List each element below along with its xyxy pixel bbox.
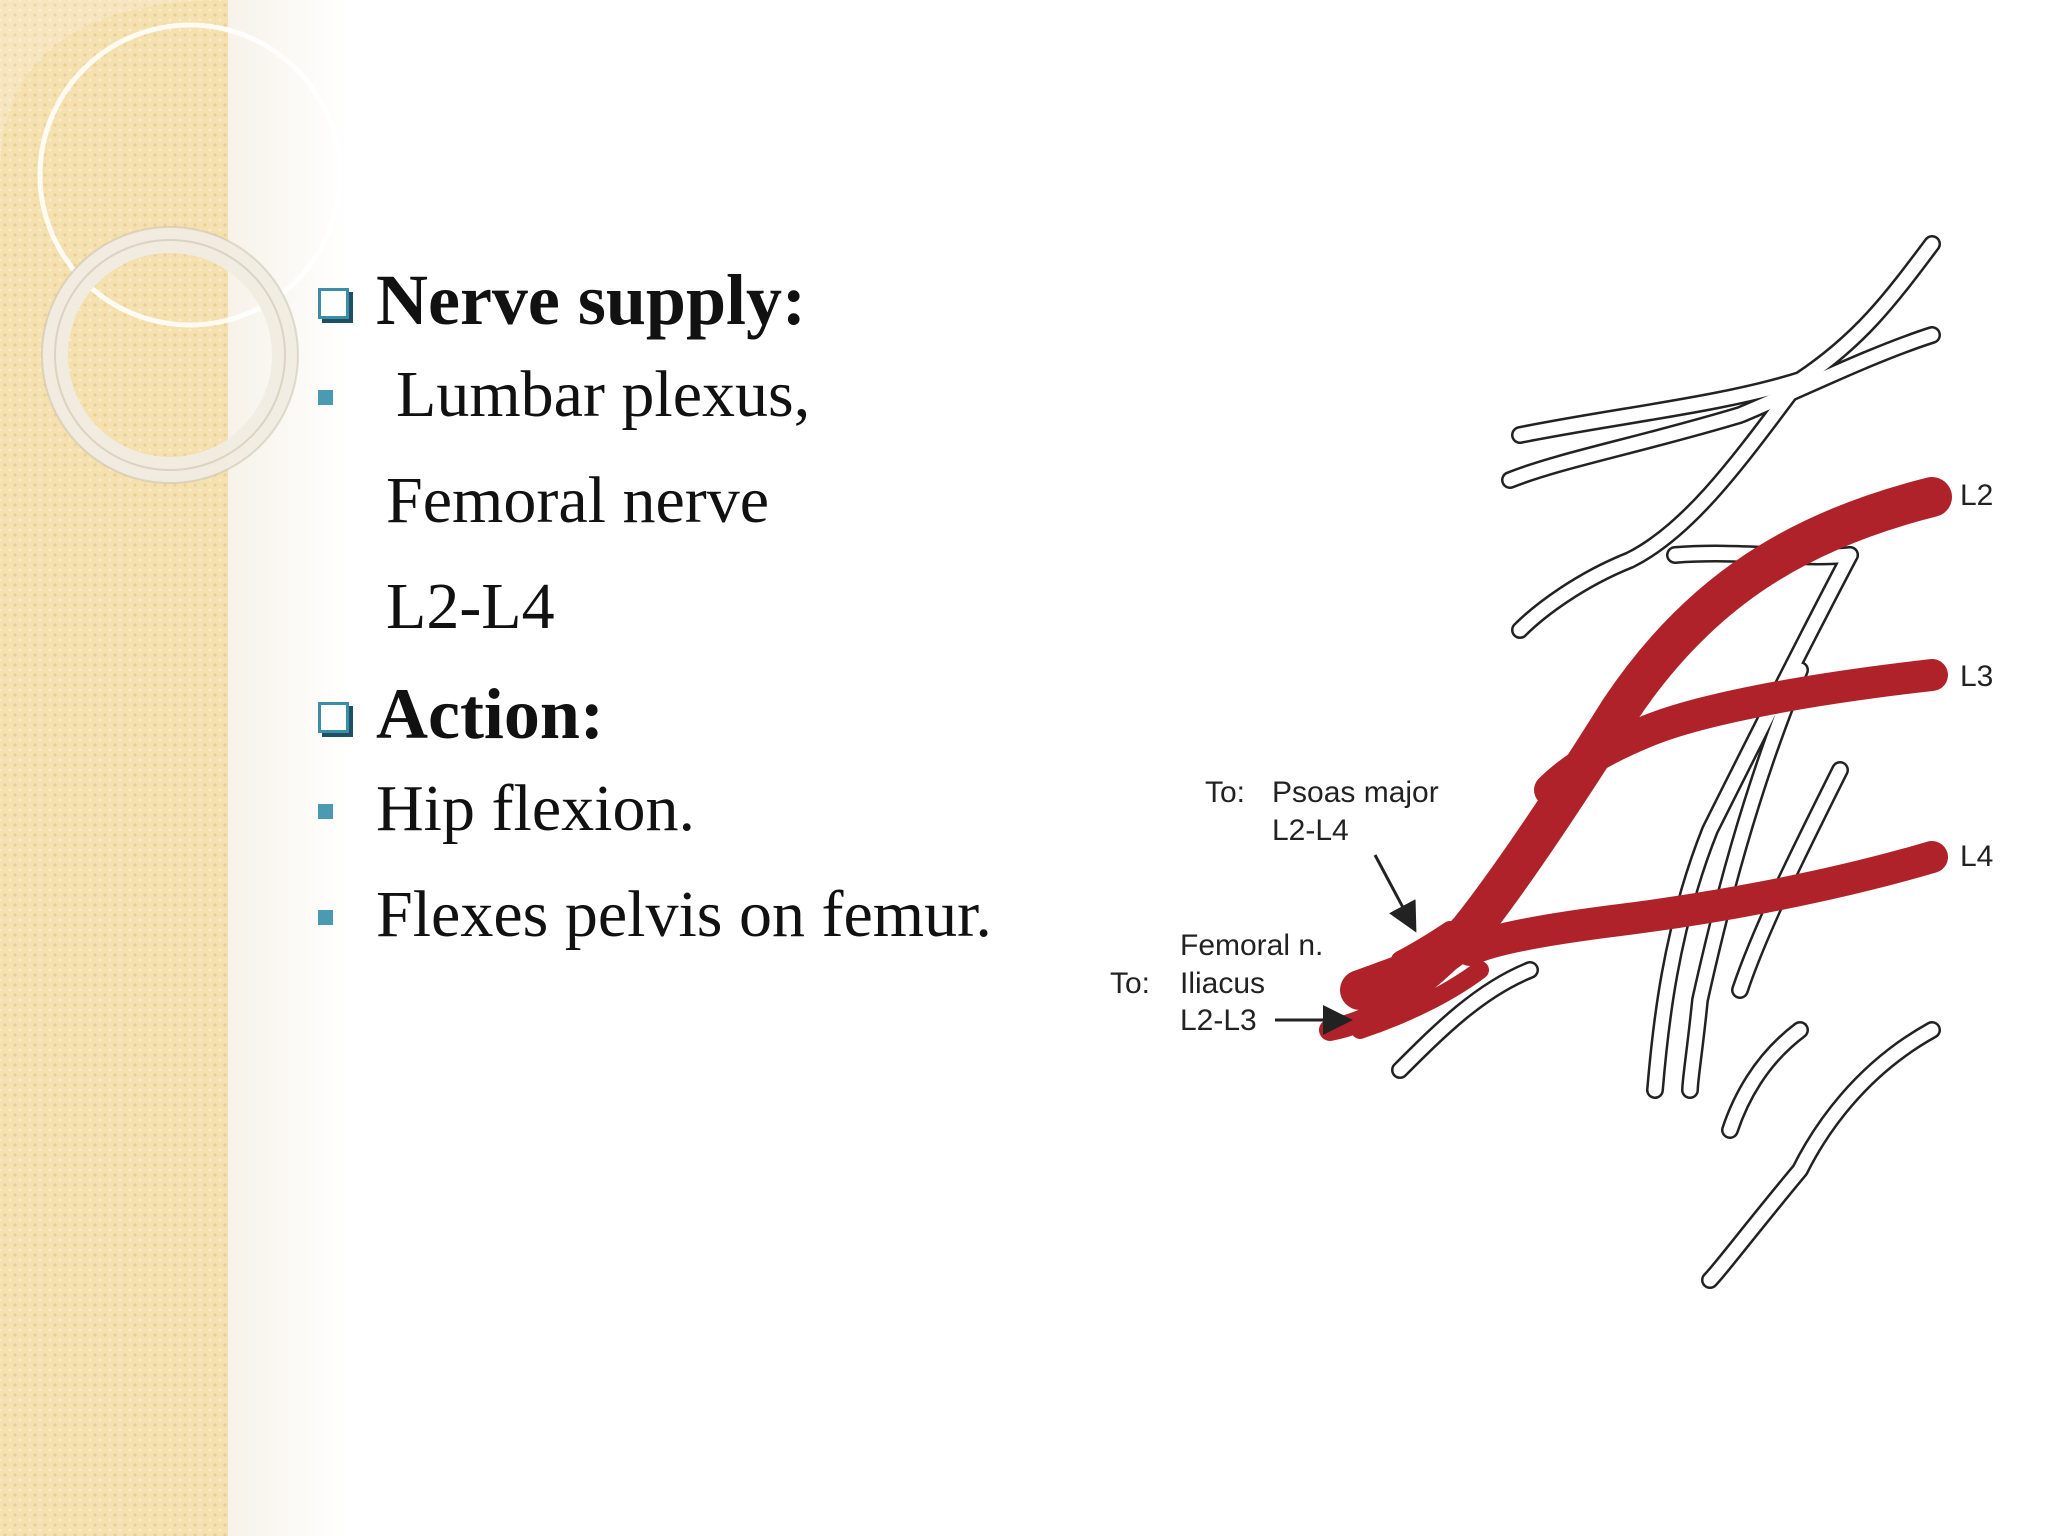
continuation-line: L2-L4 [386, 570, 555, 643]
square-bullet-icon [318, 390, 333, 405]
root-label-l3: L3 [1960, 660, 1993, 693]
list-item-text: Hip flexion. [376, 772, 695, 845]
action-heading: Action: [312, 672, 1132, 756]
decorative-rings [0, 0, 343, 484]
nerve-supply-heading: Nerve supply: [312, 258, 1132, 342]
iliacus-root-label: L2-L3 [1180, 1004, 1257, 1037]
list-item: Lumbar plexus, [312, 342, 1132, 448]
slide-text-content: Nerve supply: Lumbar plexus, Femoral ner… [312, 258, 1132, 968]
continuation-line: Femoral nerve [386, 464, 770, 537]
square-bullet-icon [318, 804, 333, 819]
list-item: Hip flexion. [312, 756, 1132, 862]
psoas-muscle-label: Psoas major [1272, 776, 1439, 809]
root-label-l4: L4 [1960, 840, 1993, 873]
femoral-nerve-roots [1319, 477, 1952, 1041]
psoas-arrow [1373, 854, 1417, 933]
list-item-text: Lumbar plexus, [396, 358, 811, 431]
psoas-to-label: To: [1205, 776, 1245, 809]
heading-text: Action: [376, 674, 604, 754]
lumbar-plexus-diagram: L2 L3 L4 To: Psoas major L2-L4 Femoral n… [1100, 230, 2020, 1310]
list-item: Flexes pelvis on femur. [312, 862, 1132, 968]
hollow-square-bullet-icon [318, 702, 349, 733]
iliacus-to-label: To: [1110, 967, 1150, 1000]
nerve-diagram-svg: L2 L3 L4 To: Psoas major L2-L4 Femoral n… [1110, 235, 1993, 1289]
list-item-text: Flexes pelvis on femur. [376, 878, 992, 951]
iliacus-muscle-label: Iliacus [1180, 967, 1265, 1000]
femoral-nerve-label: Femoral n. [1180, 929, 1323, 962]
square-bullet-icon [318, 910, 333, 925]
psoas-root-label: L2-L4 [1272, 814, 1349, 847]
root-label-l2: L2 [1960, 479, 1993, 512]
hollow-square-bullet-icon [318, 288, 349, 319]
outlined-nerves [1391, 235, 1941, 1289]
heading-text: Nerve supply: [376, 260, 806, 340]
